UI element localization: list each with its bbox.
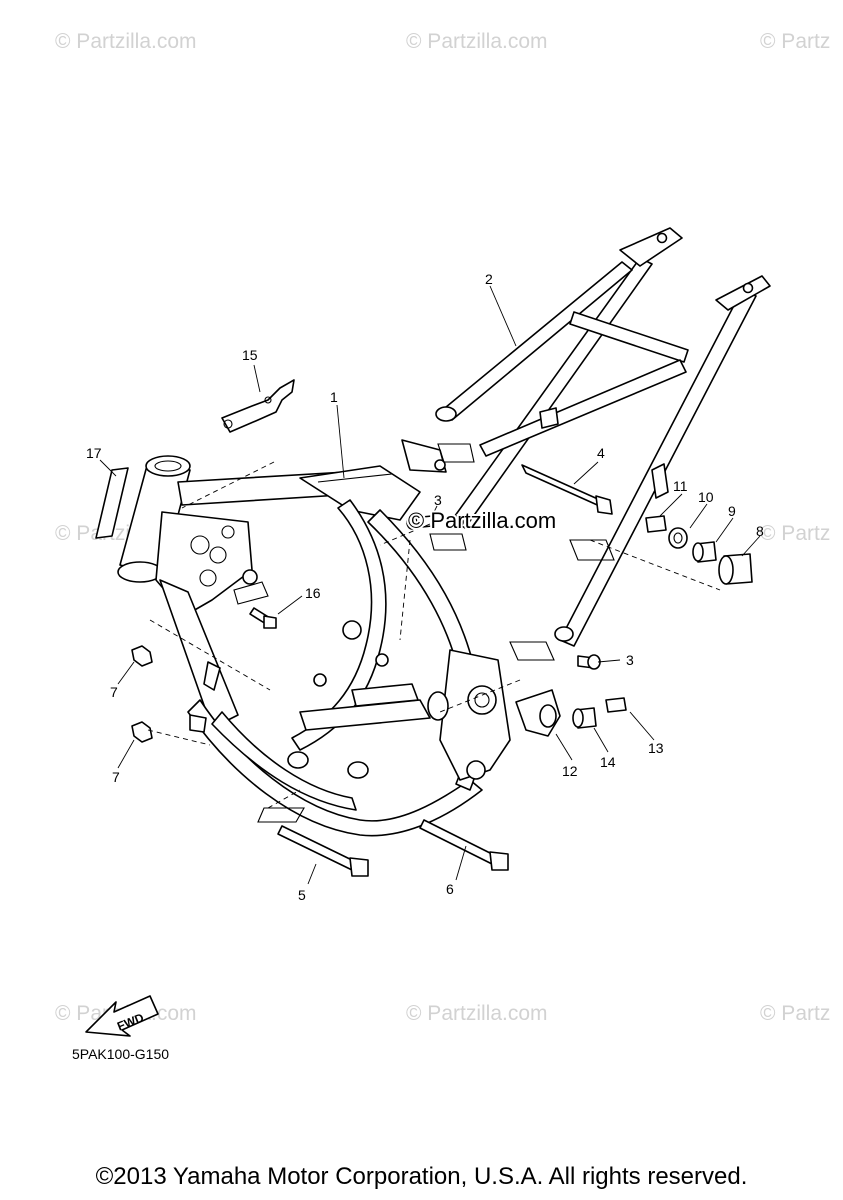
callout-1: 1: [330, 389, 338, 405]
callout-5: 5: [298, 887, 306, 903]
callout-6: 6: [446, 881, 454, 897]
plate-17: [95, 467, 129, 539]
callout-11: 11: [673, 478, 688, 494]
leader-lines: [99, 285, 761, 885]
watermark-bottom-right: © Partz: [760, 1002, 830, 1025]
callout-2: 2: [485, 271, 493, 287]
callout-10: 10: [698, 489, 714, 505]
callout-7-upper: 7: [110, 684, 118, 700]
diagram-code: 5PAK100-G150: [72, 1046, 170, 1062]
mount-hardware-lower: [515, 689, 627, 737]
watermark-top-center: © Partzilla.com: [406, 30, 548, 53]
callout-16: 16: [305, 585, 321, 601]
callout-12: 12: [562, 763, 578, 779]
callout-17: 17: [86, 445, 102, 461]
copyright-notice: ©2013 Yamaha Motor Corporation, U.S.A. A…: [95, 1163, 748, 1190]
callout-labels: 1 2 3 3 4 5 6 7 7 8 9 10 11 12 13 14 15 …: [86, 271, 764, 903]
callout-8: 8: [756, 523, 764, 539]
main-frame: [117, 439, 511, 837]
callout-15: 15: [242, 347, 258, 363]
callout-13: 13: [648, 740, 664, 756]
watermark-top-right: © Partz: [760, 30, 830, 53]
callout-9: 9: [728, 503, 736, 519]
watermark-top-left: © Partzilla.com: [55, 30, 197, 53]
bolts-7: [131, 645, 153, 743]
bolt-16: [249, 607, 277, 629]
bolt-5: [277, 825, 369, 877]
watermark-bottom-center: © Partzilla.com: [406, 1002, 548, 1025]
mount-hardware-right: [645, 515, 753, 585]
callout-3-upper: 3: [434, 492, 442, 508]
watermark-banner: © Partzilla.com: [408, 508, 556, 533]
callout-3-lower: 3: [626, 652, 634, 668]
callout-14: 14: [600, 754, 616, 770]
bracket-15: [221, 379, 295, 433]
callout-7-lower: 7: [112, 769, 120, 785]
watermark-mid-right: © Partz: [760, 522, 830, 545]
callout-4: 4: [597, 445, 605, 461]
rear-subframe: [435, 227, 771, 647]
bolt-4: [521, 464, 613, 515]
assembly-lines: [147, 443, 721, 823]
bolt-6: [419, 819, 509, 871]
